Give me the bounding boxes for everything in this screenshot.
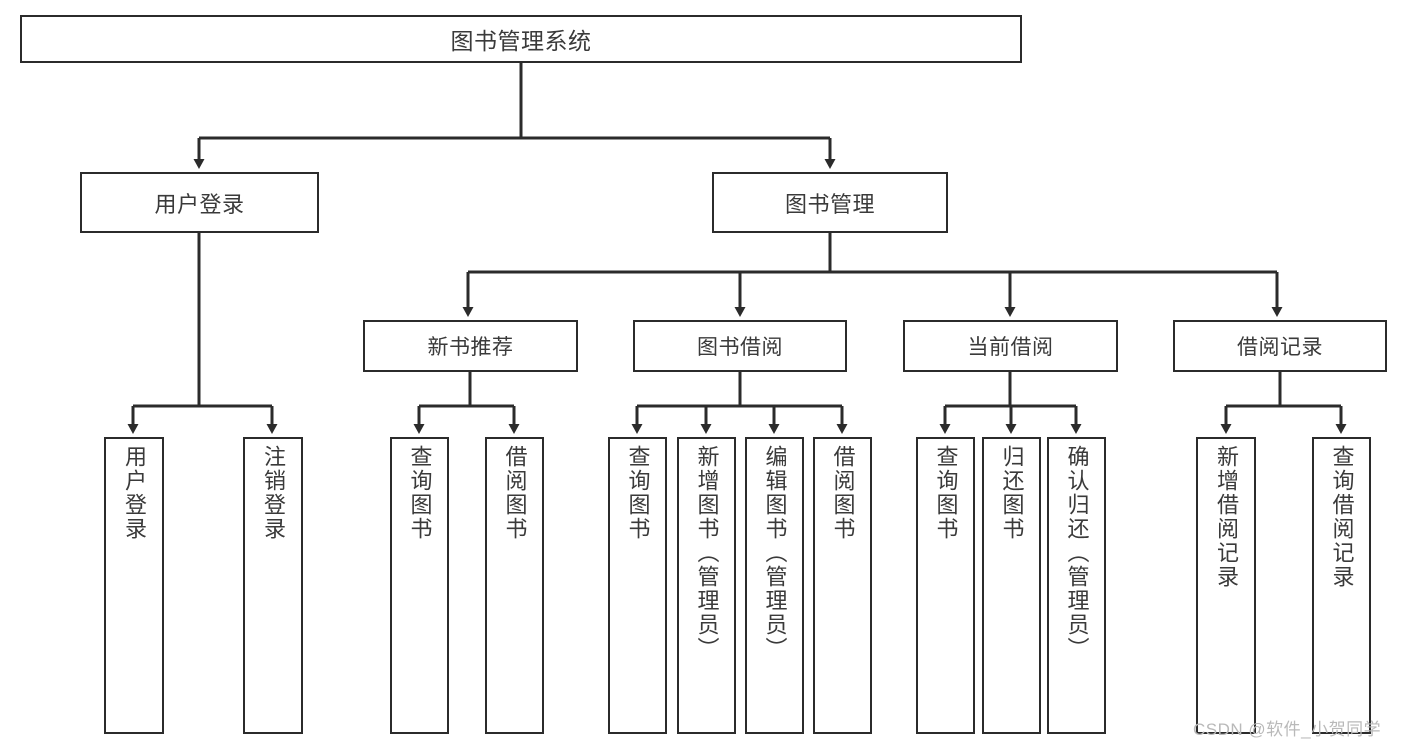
node-leaf-return-book[interactable]: 归还图书 bbox=[982, 437, 1041, 734]
node-borrow-record[interactable]: 借阅记录 bbox=[1173, 320, 1387, 372]
node-leaf-add-borrow-record-label: 新增借阅记录 bbox=[1213, 445, 1239, 589]
node-root-label: 图书管理系统 bbox=[450, 28, 592, 54]
node-leaf-query-book-2-label: 查询图书 bbox=[625, 445, 651, 541]
node-leaf-logout-login-label: 注销登录 bbox=[260, 445, 286, 541]
node-leaf-edit-book-admin[interactable]: 编辑图书（管理员） bbox=[745, 437, 804, 734]
node-root[interactable]: 图书管理系统 bbox=[20, 15, 1022, 63]
node-borrow-record-label: 借阅记录 bbox=[1237, 336, 1323, 359]
node-leaf-query-book-3[interactable]: 查询图书 bbox=[916, 437, 975, 734]
node-leaf-query-book-1-label: 查询图书 bbox=[407, 445, 433, 541]
node-leaf-add-book-admin[interactable]: 新增图书（管理员） bbox=[677, 437, 736, 734]
node-book-manage[interactable]: 图书管理 bbox=[712, 172, 948, 233]
node-leaf-logout-login[interactable]: 注销登录 bbox=[243, 437, 303, 734]
node-leaf-return-book-label: 归还图书 bbox=[999, 445, 1025, 541]
node-current-borrow[interactable]: 当前借阅 bbox=[903, 320, 1118, 372]
node-user-login-label: 用户登录 bbox=[154, 191, 245, 217]
node-leaf-query-book-1[interactable]: 查询图书 bbox=[390, 437, 449, 734]
node-new-book-recommend-label: 新书推荐 bbox=[427, 336, 514, 359]
node-book-manage-label: 图书管理 bbox=[784, 191, 875, 217]
node-book-borrow-label: 图书借阅 bbox=[697, 336, 783, 359]
node-leaf-query-book-2[interactable]: 查询图书 bbox=[608, 437, 667, 734]
node-new-book-recommend[interactable]: 新书推荐 bbox=[363, 320, 578, 372]
node-leaf-borrow-book-1[interactable]: 借阅图书 bbox=[485, 437, 544, 734]
node-leaf-confirm-return-admin-label: 确认归还（管理员） bbox=[1064, 445, 1090, 661]
node-leaf-borrow-book-1-label: 借阅图书 bbox=[502, 445, 528, 541]
node-leaf-borrow-book-2[interactable]: 借阅图书 bbox=[813, 437, 872, 734]
node-leaf-query-book-3-label: 查询图书 bbox=[933, 445, 959, 541]
node-book-borrow[interactable]: 图书借阅 bbox=[633, 320, 847, 372]
node-user-login[interactable]: 用户登录 bbox=[80, 172, 319, 233]
node-leaf-add-book-admin-label: 新增图书（管理员） bbox=[694, 445, 720, 661]
node-leaf-user-login[interactable]: 用户登录 bbox=[104, 437, 164, 734]
node-current-borrow-label: 当前借阅 bbox=[967, 336, 1054, 359]
watermark: CSDN @软件_小贺同学 bbox=[1193, 720, 1382, 739]
node-leaf-query-borrow-record-label: 查询借阅记录 bbox=[1329, 445, 1355, 589]
node-leaf-confirm-return-admin[interactable]: 确认归还（管理员） bbox=[1047, 437, 1106, 734]
node-leaf-query-borrow-record[interactable]: 查询借阅记录 bbox=[1312, 437, 1371, 734]
node-leaf-edit-book-admin-label: 编辑图书（管理员） bbox=[762, 445, 788, 661]
node-leaf-add-borrow-record[interactable]: 新增借阅记录 bbox=[1196, 437, 1256, 734]
node-leaf-user-login-label: 用户登录 bbox=[121, 445, 147, 541]
node-leaf-borrow-book-2-label: 借阅图书 bbox=[830, 445, 856, 541]
